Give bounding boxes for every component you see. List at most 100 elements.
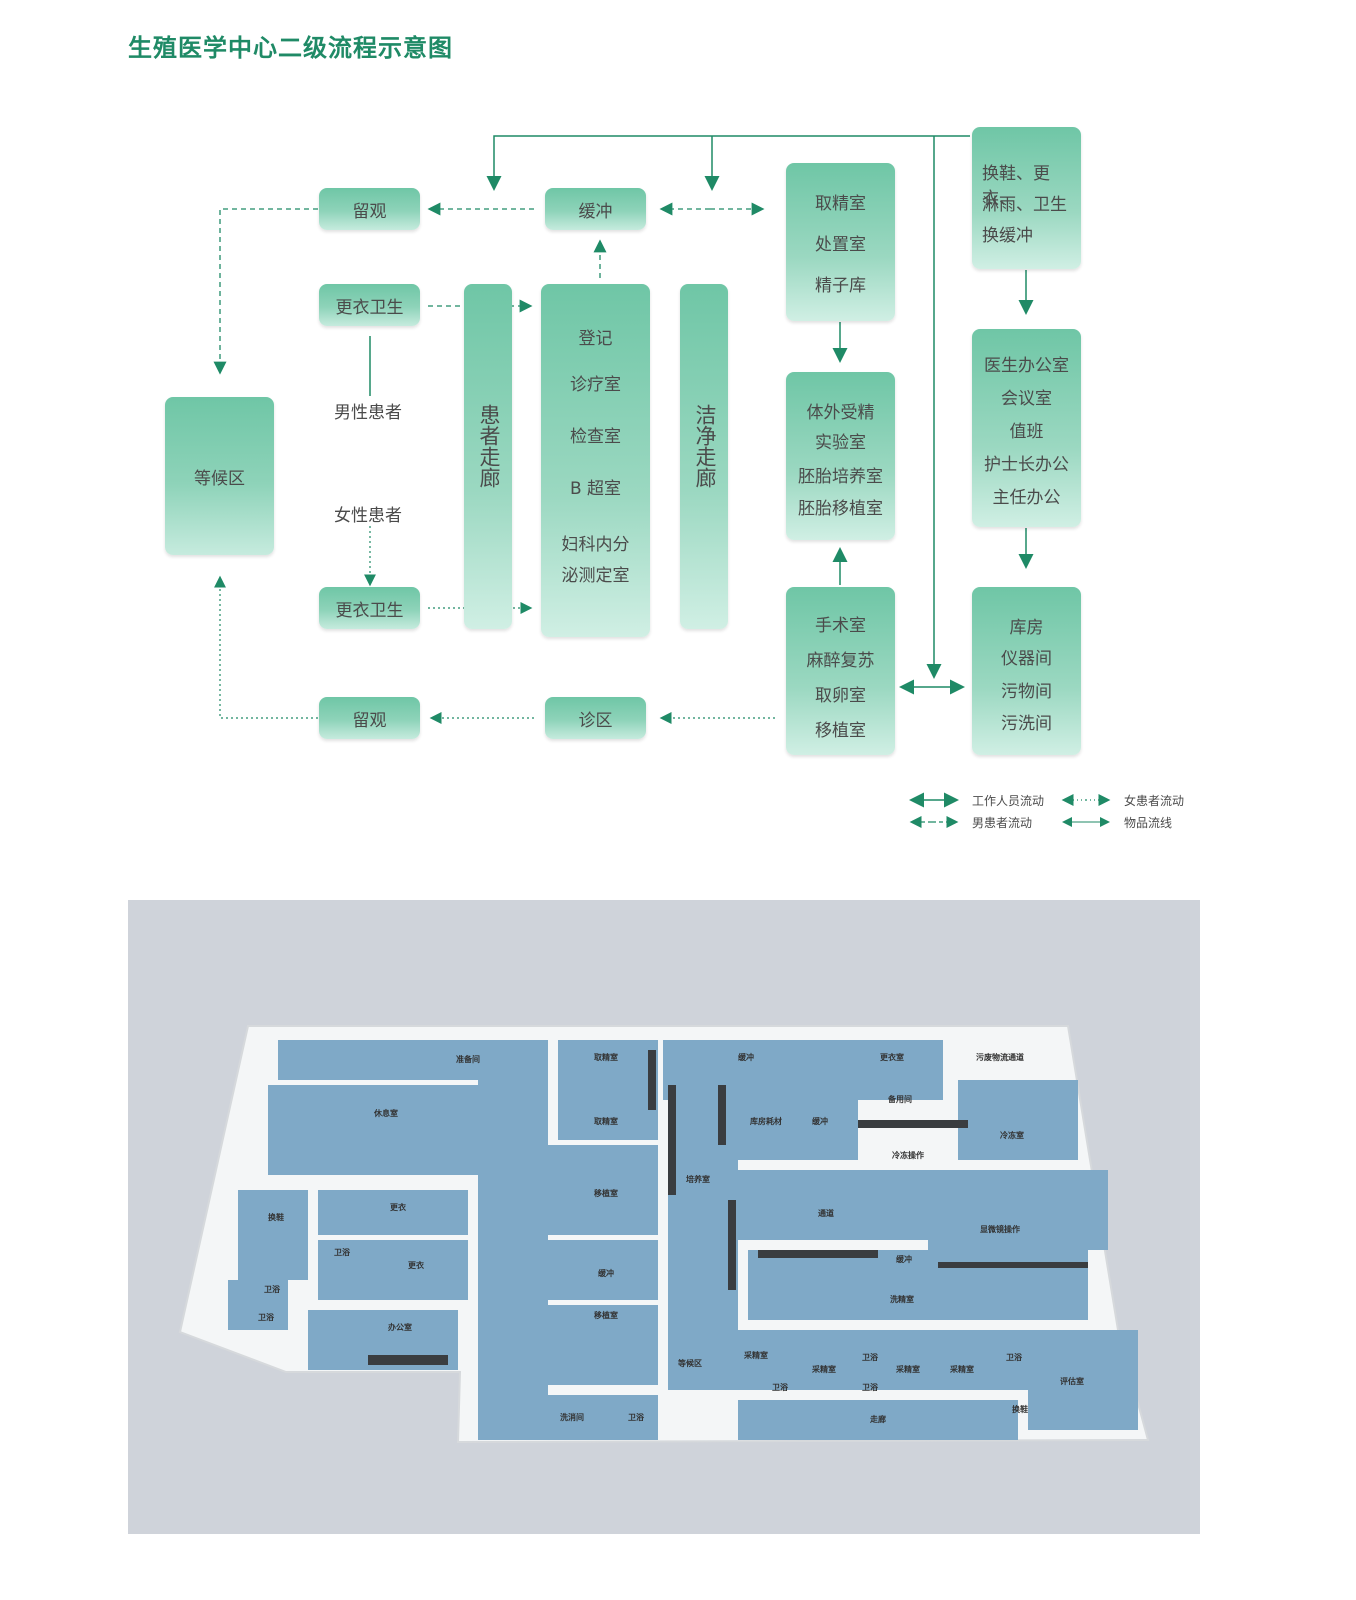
office-item: 会议室 (1001, 389, 1052, 409)
staff-entry-item: 淋雨、卫生 (982, 195, 1067, 215)
male-patient-label: 男性患者 (334, 403, 402, 423)
room-label: 缓冲 (738, 1052, 754, 1062)
sperm-box: 取精室 处置室 精子库 (786, 163, 895, 321)
office-item: 医生办公室 (984, 356, 1069, 376)
surgery-box: 手术室 麻醉复苏 取卵室 移植室 (786, 587, 895, 755)
patient-corridor-box: 患者走廊 (464, 284, 512, 629)
ivf-item: 体外受精 (806, 403, 875, 423)
room-label: 准备间 (456, 1054, 480, 1064)
surgery-item: 麻醉复苏 (806, 651, 875, 671)
sperm-item: 精子库 (815, 276, 866, 296)
room-label: 培养室 (686, 1174, 710, 1184)
room-label: 走廊 (869, 1414, 886, 1424)
changing-top-label: 更衣卫生 (335, 297, 404, 318)
surgery-item: 移植室 (815, 721, 866, 741)
room-label: 换鞋 (1012, 1404, 1028, 1414)
room-label: 更衣 (408, 1260, 424, 1270)
room-label: 卫浴 (862, 1382, 879, 1392)
room-label: 取精室 (594, 1052, 618, 1062)
observation-top-label: 留观 (352, 201, 387, 222)
room-label: 显微镜操作 (980, 1224, 1020, 1234)
room-label: 卫浴 (772, 1382, 789, 1392)
clinic-item: B 超室 (569, 479, 622, 499)
room-label: 取精室 (594, 1116, 618, 1126)
legend-staff: 工作人员流动 (972, 794, 1045, 808)
staff-entry-box: 换鞋、更衣、 淋雨、卫生 换缓冲 (972, 127, 1081, 269)
page-title: 生殖医学中心二级流程示意图 (128, 34, 453, 62)
buffer-box: 缓冲 (545, 188, 646, 230)
room-label: 办公室 (388, 1322, 412, 1332)
buffer-label: 缓冲 (578, 201, 613, 222)
flow-connectors (213, 135, 1111, 828)
room-label: 卫浴 (258, 1312, 275, 1322)
surgery-item: 手术室 (815, 616, 866, 636)
observation-box-bottom: 留观 (319, 697, 420, 739)
room-label: 卫浴 (1006, 1352, 1023, 1362)
floor-plan: 准备间 休息室 换鞋 更衣 卫浴 卫浴 更衣 卫浴 办公室 取精室 取精室 移植… (128, 900, 1200, 1534)
clinic-item: 妇科内分 (561, 535, 630, 555)
room-label: 冷冻操作 (892, 1150, 924, 1160)
waiting-area-box: 等候区 (165, 397, 274, 555)
room-label: 缓冲 (896, 1254, 912, 1264)
room-label: 卫浴 (334, 1247, 351, 1257)
room-label: 冷冻室 (1000, 1130, 1024, 1140)
staff-entry-item: 换缓冲 (982, 226, 1033, 246)
legend-goods: 物品流线 (1124, 816, 1173, 830)
clean-corridor-label: 洁净走廊 (693, 404, 717, 488)
clinic-item: 登记 (578, 329, 613, 349)
room-label: 更衣室 (880, 1052, 904, 1062)
legend-female: 女患者流动 (1124, 794, 1185, 808)
legend-male: 男患者流动 (972, 816, 1033, 830)
room-label: 评估室 (1060, 1376, 1084, 1386)
clinic-zone-box: 诊区 (545, 697, 646, 739)
storage-item: 污物间 (1001, 682, 1052, 702)
ivf-item: 胚胎移植室 (798, 499, 883, 519)
room-label: 污废物流通道 (976, 1052, 1024, 1062)
waiting-area-label: 等候区 (194, 468, 245, 489)
sperm-item: 取精室 (815, 194, 866, 214)
office-item: 主任办公 (992, 488, 1061, 508)
female-patient-label: 女性患者 (334, 506, 402, 526)
room-label: 采精室 (895, 1364, 920, 1374)
room-label: 休息室 (373, 1108, 398, 1118)
clinic-item: 检查室 (570, 427, 621, 447)
room-label: 等候区 (677, 1358, 702, 1368)
room-label: 卫浴 (628, 1412, 645, 1422)
room-label: 换鞋 (268, 1212, 284, 1222)
room-label: 备用间 (887, 1094, 912, 1104)
room-label: 缓冲 (598, 1268, 614, 1278)
room-label: 库房耗材 (750, 1116, 782, 1126)
room-label: 卫浴 (862, 1352, 879, 1362)
ivf-lab-box: 体外受精 实验室 胚胎培养室 胚胎移植室 (786, 372, 895, 540)
office-box: 医生办公室 会议室 值班 护士长办公 主任办公 (972, 329, 1081, 527)
sperm-item: 处置室 (815, 235, 866, 255)
clean-corridor-box: 洁净走廊 (680, 284, 728, 629)
room-label: 通道 (818, 1208, 834, 1218)
observation-bottom-label: 留观 (352, 710, 387, 731)
clinic-item: 泌测定室 (561, 566, 630, 586)
changing-box-top: 更衣卫生 (319, 284, 420, 326)
ivf-item: 实验室 (815, 433, 866, 453)
staff-entry-item: 换鞋、更衣、 (982, 164, 1050, 209)
patient-corridor-label: 患者走廊 (477, 404, 501, 488)
room-label: 更衣 (390, 1202, 406, 1212)
observation-box-top: 留观 (319, 188, 420, 230)
office-item: 护士长办公 (984, 455, 1069, 475)
ivf-item: 胚胎培养室 (798, 467, 883, 487)
office-item: 值班 (1009, 422, 1044, 442)
clinic-box: 登记 诊疗室 检查室 B 超室 妇科内分 泌测定室 (541, 284, 650, 637)
changing-bottom-label: 更衣卫生 (335, 600, 404, 621)
room-label: 采精室 (811, 1364, 836, 1374)
room-label: 移植室 (594, 1188, 618, 1198)
storage-item: 仪器间 (1001, 649, 1052, 669)
room-label: 采精室 (743, 1350, 768, 1360)
changing-box-bottom: 更衣卫生 (319, 587, 420, 629)
room-label: 洗消间 (560, 1412, 584, 1422)
clinic-zone-label: 诊区 (578, 710, 613, 731)
storage-item: 污洗间 (1001, 714, 1052, 734)
floor-plan-drawing: 准备间 休息室 换鞋 更衣 卫浴 卫浴 更衣 卫浴 办公室 取精室 取精室 移植… (178, 1025, 1150, 1444)
room-label: 移植室 (594, 1310, 618, 1320)
room-label: 卫浴 (264, 1284, 281, 1294)
room-label: 洗精室 (890, 1294, 914, 1304)
storage-item: 库房 (1009, 618, 1044, 638)
